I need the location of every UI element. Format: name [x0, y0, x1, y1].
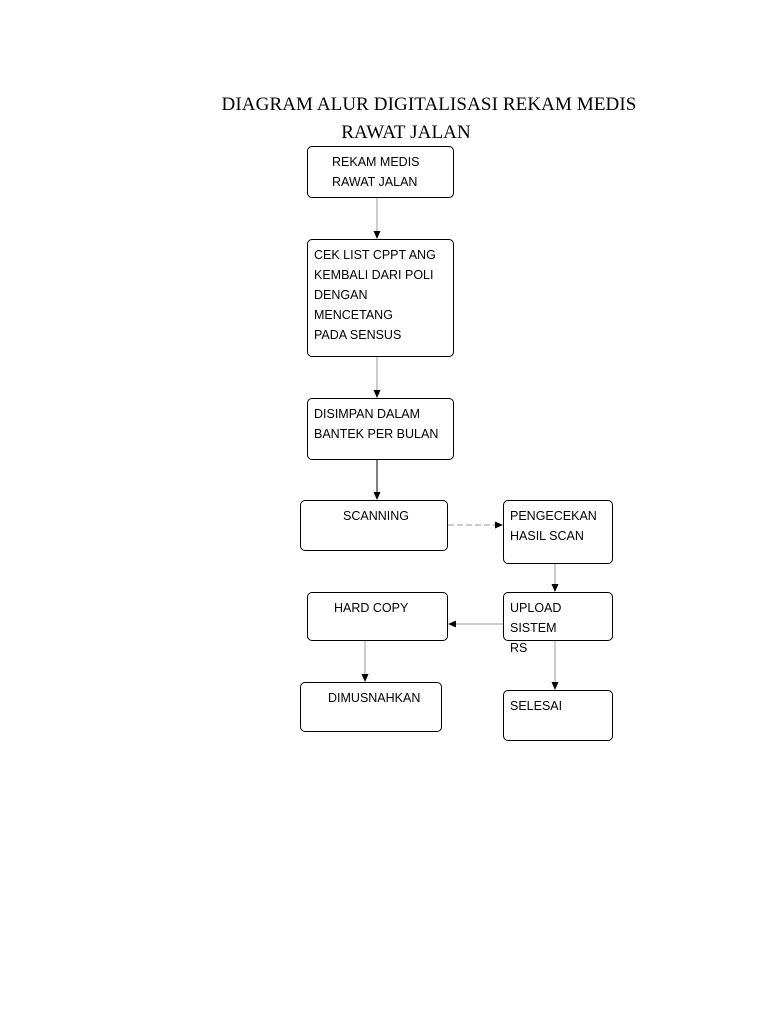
- node-rekam-medis-rawat-jalan: REKAM MEDIS RAWAT JALAN: [307, 146, 454, 198]
- node-hard-copy: HARD COPY: [307, 592, 448, 641]
- node-selesai: SELESAI: [503, 690, 613, 741]
- node-dimusnahkan: DIMUSNAHKAN: [300, 682, 442, 732]
- node-upload-sistem-rs: UPLOAD SISTEM RS: [503, 592, 613, 655]
- node-pengecekan-hasil-scan: PENGECEKAN HASIL SCAN: [503, 500, 613, 564]
- diagram-title-line-1: DIAGRAM ALUR DIGITALISASI REKAM MEDIS: [221, 94, 637, 115]
- diagram-title-line-2: RAWAT JALAN: [341, 122, 471, 143]
- node-cek-list-cppt: CEK LIST CPPT ANG KEMBALI DARI POLI DENG…: [307, 239, 454, 357]
- node-scanning: SCANNING: [300, 500, 448, 551]
- node-disimpan-dalam-bantek: DISIMPAN DALAM BANTEK PER BULAN: [307, 398, 454, 460]
